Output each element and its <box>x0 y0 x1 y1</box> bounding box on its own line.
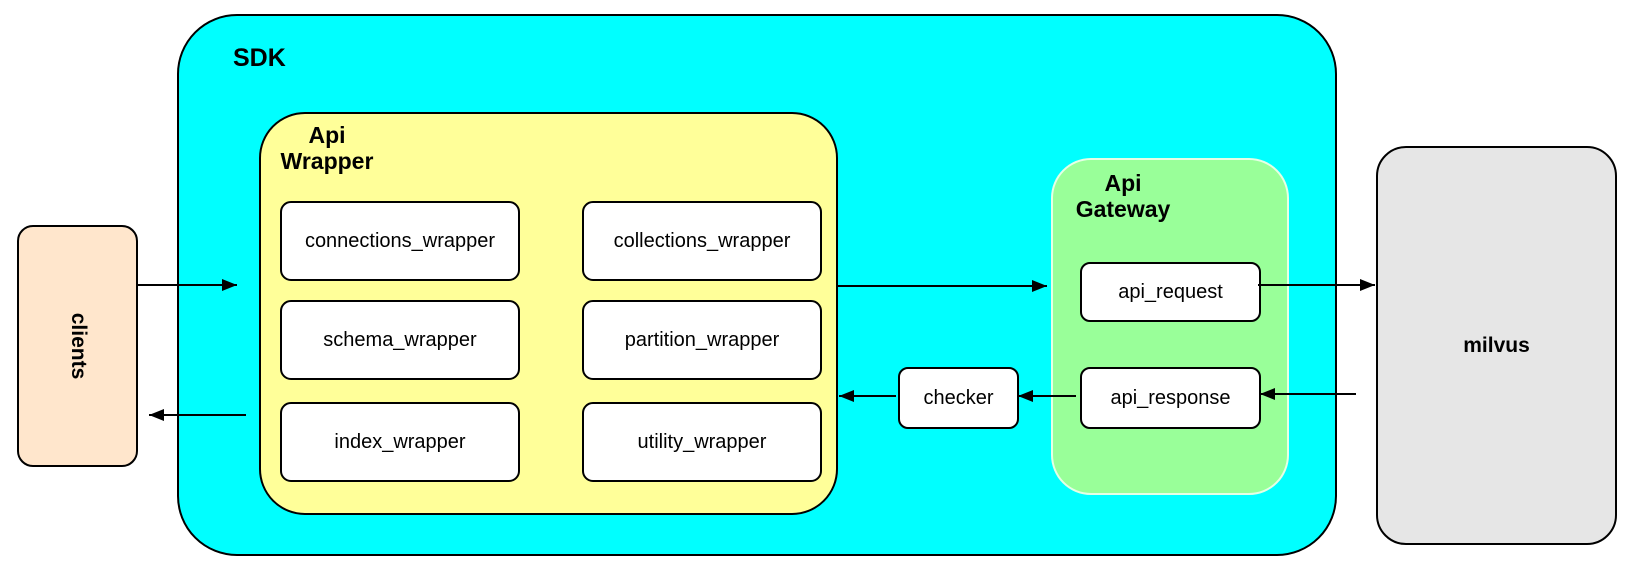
connections-wrapper-node: connections_wrapper <box>280 201 520 281</box>
partition-wrapper-node: partition_wrapper <box>582 300 822 380</box>
api-request-node: api_request <box>1080 262 1261 322</box>
checker-node: checker <box>898 367 1019 429</box>
clients-node: clients <box>17 225 138 467</box>
index-wrapper-node: index_wrapper <box>280 402 520 482</box>
api-wrapper-container: Api Wrapper connections_wrapper collecti… <box>259 112 838 515</box>
api-response-node: api_response <box>1080 367 1261 429</box>
sdk-container: SDK Api Wrapper connections_wrapper coll… <box>177 14 1337 556</box>
clients-label: clients <box>66 312 90 380</box>
sdk-label: SDK <box>233 44 286 72</box>
utility-wrapper-node: utility_wrapper <box>582 402 822 482</box>
api-wrapper-label: Api Wrapper <box>280 122 374 174</box>
api-gateway-container: Api Gateway api_request api_response <box>1051 158 1289 495</box>
milvus-label: milvus <box>1463 333 1530 357</box>
milvus-node: milvus <box>1376 146 1617 545</box>
api-gateway-label: Api Gateway <box>1075 170 1171 222</box>
schema-wrapper-node: schema_wrapper <box>280 300 520 380</box>
collections-wrapper-node: collections_wrapper <box>582 201 822 281</box>
